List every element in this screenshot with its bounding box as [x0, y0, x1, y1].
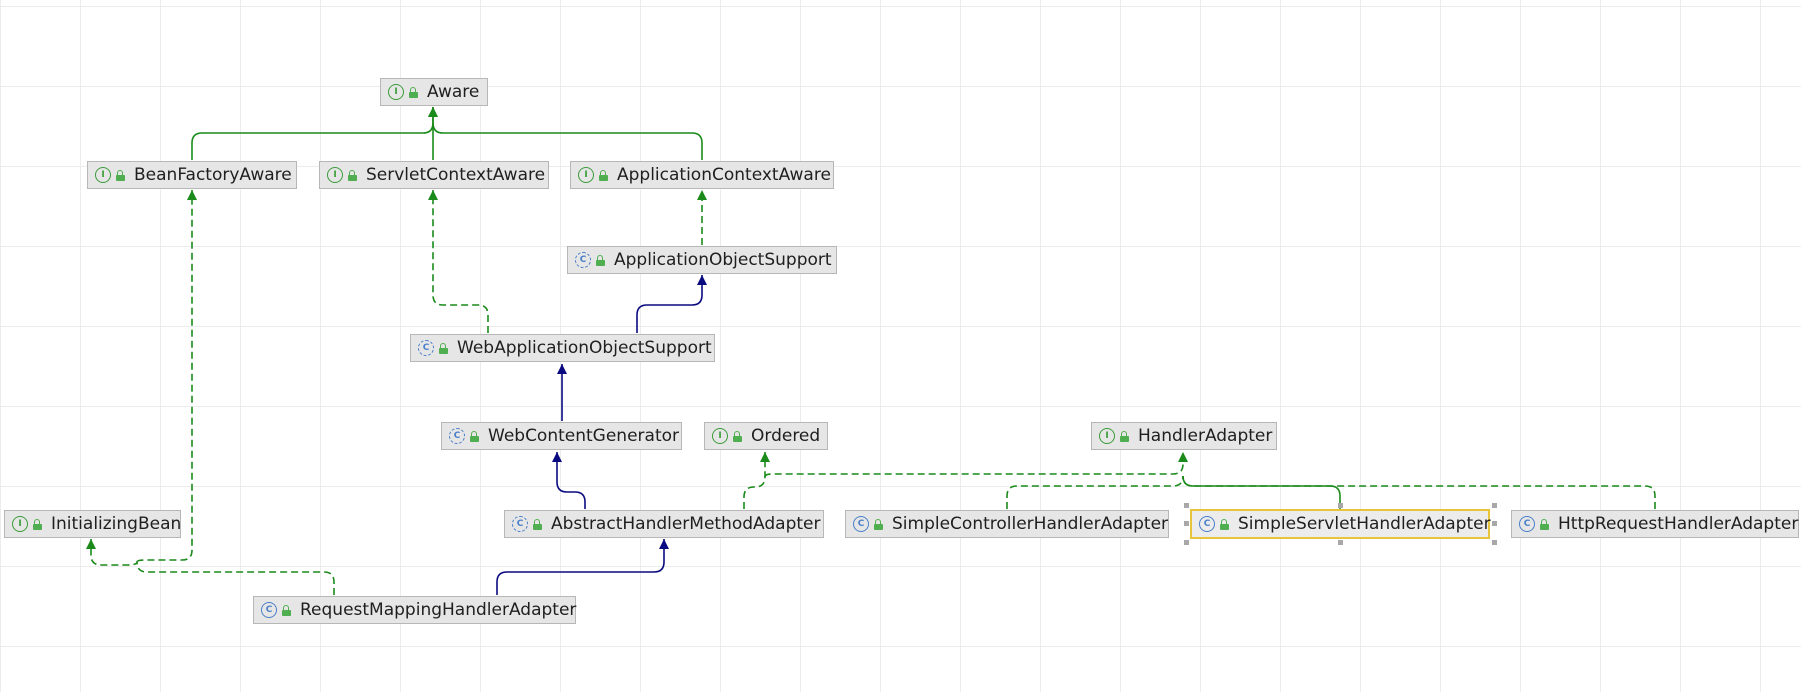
public-lock-icon — [596, 255, 605, 266]
node-label: HandlerAdapter — [1138, 426, 1273, 446]
interface-icon: I — [327, 167, 343, 183]
edge-simplecontroller-handleradapter — [1006, 475, 1184, 509]
public-lock-icon — [470, 431, 479, 442]
node-label: RequestMappingHandlerAdapter — [300, 600, 577, 620]
node-label: WebContentGenerator — [488, 426, 680, 446]
public-lock-icon — [1220, 519, 1229, 530]
edge-applicationcontextaware-aware — [432, 122, 703, 160]
interface-icon: I — [1099, 428, 1115, 444]
edge-initializingbean-beanfactoryaware — [136, 190, 197, 563]
node-webapplicationobjectsupport[interactable]: C WebApplicationObjectSupport — [410, 334, 715, 362]
node-beanfactoryaware[interactable]: I BeanFactoryAware — [87, 161, 297, 189]
edge-rmha-initializingbean — [86, 539, 335, 595]
node-label: AbstractHandlerMethodAdapter — [551, 514, 821, 534]
selection-handle[interactable] — [1184, 540, 1189, 545]
edge-simpleservlet-handleradapter — [1182, 475, 1341, 509]
node-webcontentgenerator[interactable]: C WebContentGenerator — [441, 422, 682, 450]
edge-webappobjsupport-servletcontextaware — [428, 190, 489, 333]
edge-ahma-handleradapter — [764, 452, 1188, 478]
selection-handle[interactable] — [1184, 521, 1189, 526]
node-initializingbean[interactable]: I InitializingBean — [4, 510, 181, 538]
public-lock-icon — [1540, 519, 1549, 530]
public-lock-icon — [116, 170, 125, 181]
edge-webappobjsupport-appobjsupport — [636, 275, 707, 333]
node-label: ApplicationObjectSupport — [614, 250, 832, 270]
abstract-class-icon: C — [512, 516, 528, 532]
node-applicationcontextaware[interactable]: I ApplicationContextAware — [570, 161, 834, 189]
node-applicationobjectsupport[interactable]: C ApplicationObjectSupport — [567, 246, 837, 274]
class-icon: C — [853, 516, 869, 532]
edge-rmha-ahma — [496, 539, 669, 595]
node-abstracthandlermethodadapter[interactable]: C AbstractHandlerMethodAdapter — [504, 510, 824, 538]
node-requestmappinghandleradapter[interactable]: C RequestMappingHandlerAdapter — [253, 596, 576, 624]
interface-icon: I — [578, 167, 594, 183]
edge-beanfactoryaware-aware — [191, 107, 438, 160]
node-httprequesthandleradapter[interactable]: C HttpRequestHandlerAdapter — [1511, 510, 1799, 538]
selection-handle[interactable] — [1492, 540, 1497, 545]
class-icon: C — [261, 602, 277, 618]
abstract-class-icon: C — [449, 428, 465, 444]
node-simplecontrollerhandleradapter[interactable]: C SimpleControllerHandlerAdapter — [845, 510, 1169, 538]
interface-icon: I — [712, 428, 728, 444]
node-label: Aware — [427, 82, 480, 102]
abstract-class-icon: C — [575, 252, 591, 268]
class-icon: C — [1519, 516, 1535, 532]
node-label: HttpRequestHandlerAdapter — [1558, 514, 1799, 534]
node-label: WebApplicationObjectSupport — [457, 338, 712, 358]
node-label: ServletContextAware — [366, 165, 546, 185]
edge-ahma-ordered — [743, 452, 770, 509]
node-servletcontextaware[interactable]: I ServletContextAware — [319, 161, 549, 189]
node-label: BeanFactoryAware — [134, 165, 292, 185]
selection-handle[interactable] — [1492, 521, 1497, 526]
selection-handle[interactable] — [1338, 503, 1343, 508]
public-lock-icon — [282, 605, 291, 616]
public-lock-icon — [733, 431, 742, 442]
selection-handle[interactable] — [1184, 503, 1189, 508]
node-ordered[interactable]: I Ordered — [704, 422, 828, 450]
selection-handle[interactable] — [1338, 540, 1343, 545]
edge-httprequest-handleradapter — [1182, 475, 1656, 509]
node-aware[interactable]: I Aware — [380, 78, 488, 106]
abstract-class-icon: C — [418, 340, 434, 356]
public-lock-icon — [1120, 431, 1129, 442]
edge-ahma-webcontentgenerator — [552, 452, 586, 509]
interface-icon: I — [95, 167, 111, 183]
node-label: ApplicationContextAware — [617, 165, 831, 185]
class-icon: C — [1199, 516, 1215, 532]
interface-icon: I — [388, 84, 404, 100]
interface-icon: I — [12, 516, 28, 532]
node-label: SimpleControllerHandlerAdapter — [892, 514, 1169, 534]
selection-handle[interactable] — [1492, 503, 1497, 508]
public-lock-icon — [33, 519, 42, 530]
public-lock-icon — [348, 170, 357, 181]
node-label: InitializingBean — [51, 514, 182, 534]
node-label: SimpleServletHandlerAdapter — [1238, 514, 1491, 534]
public-lock-icon — [533, 519, 542, 530]
public-lock-icon — [439, 343, 448, 354]
public-lock-icon — [874, 519, 883, 530]
public-lock-icon — [409, 87, 418, 98]
node-label: Ordered — [751, 426, 821, 446]
node-simpleservlethandleradapter[interactable]: C SimpleServletHandlerAdapter — [1190, 509, 1491, 539]
public-lock-icon — [599, 170, 608, 181]
node-handleradapter[interactable]: I HandlerAdapter — [1091, 422, 1277, 450]
